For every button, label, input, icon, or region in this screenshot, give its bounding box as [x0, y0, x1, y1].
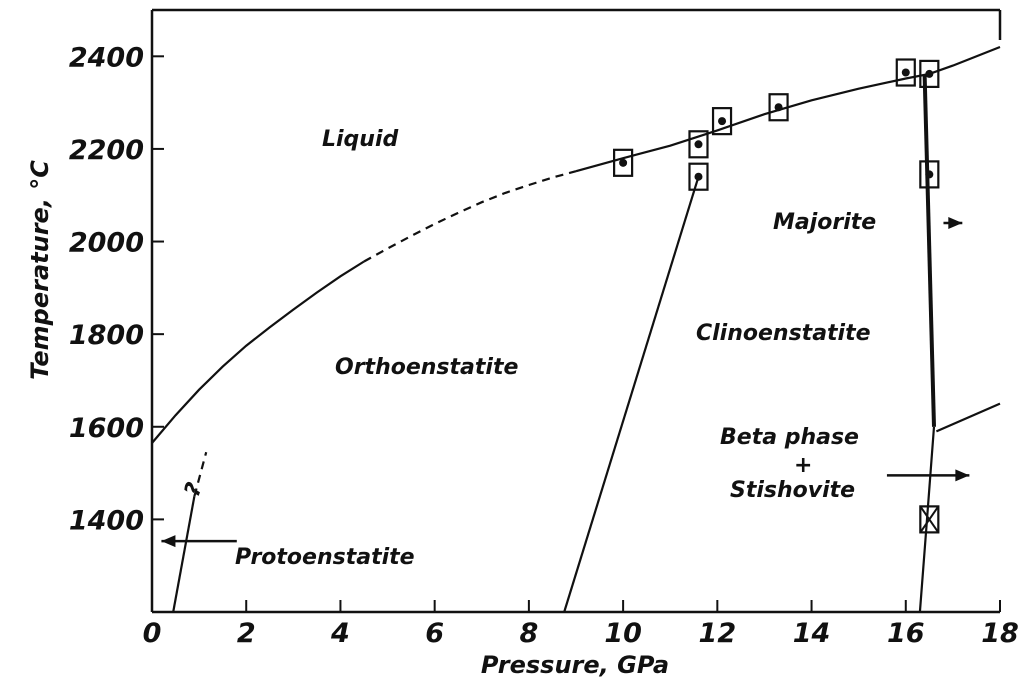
y-tick-label: 2000: [69, 228, 144, 259]
data-point-box: [919, 160, 940, 189]
data-point-box: [688, 130, 709, 159]
data-point: [925, 170, 934, 179]
arrow-head: [161, 535, 176, 548]
label-plus: +: [794, 453, 812, 478]
y-axis-title: Temperature, °C: [26, 160, 54, 380]
data-point: [901, 68, 910, 77]
data-point: [925, 69, 934, 78]
boundary-curve: [151, 260, 365, 444]
boundary-curve: [935, 402, 1001, 433]
experimental-points: [613, 58, 940, 534]
label-clinoenstatite: Clinoenstatite: [696, 321, 871, 346]
data-point: [694, 140, 703, 149]
x-tick-label: 10: [604, 618, 642, 649]
y-tick-label: 2400: [69, 42, 144, 73]
x-tick-label: 12: [699, 618, 737, 649]
boundary-curve: [918, 426, 936, 613]
data-point-box: [711, 107, 733, 136]
arrow-head: [955, 469, 970, 482]
x-tick-label: 4: [330, 618, 350, 649]
data-point-box: [895, 58, 916, 87]
x-tick-label: 18: [981, 618, 1019, 649]
data-point: [774, 103, 783, 112]
data-point: [694, 172, 703, 181]
data-point-box: [919, 59, 940, 89]
arrow-head: [948, 217, 963, 230]
boundary-curve: [363, 170, 577, 263]
x-axis-title: Pressure, GPa: [481, 651, 669, 679]
x-axis-ticks: 0 2 4 6 8 10 12 14 16 18: [143, 600, 1019, 649]
x-tick-label: 8: [519, 618, 538, 649]
x-tick-label: 16: [887, 618, 925, 649]
plot-frame: [150, 8, 1002, 614]
x-tick-label: 0: [143, 618, 162, 649]
data-point-box: [688, 162, 709, 191]
label-stishovite: Stishovite: [730, 478, 855, 503]
boundary-curve: [193, 451, 208, 497]
y-tick-label: 1600: [69, 413, 144, 444]
phase-boundaries: [151, 45, 1001, 613]
boundary-curve: [922, 73, 936, 427]
label-orthoenstatite: Orthoenstatite: [335, 355, 518, 380]
label-liquid: Liquid: [322, 127, 399, 152]
boundary-curve: [575, 45, 1001, 173]
label-question: ?: [180, 479, 208, 500]
data-point: [718, 117, 727, 126]
x-tick-label: 2: [237, 618, 256, 649]
data-point-box: [919, 505, 940, 534]
arrows: [161, 217, 970, 548]
y-tick-label: 1800: [69, 320, 144, 351]
y-axis-ticks: 1400 1600 1800 2000 2200 2400: [69, 42, 164, 536]
x-tick-label: 14: [793, 618, 831, 649]
y-tick-label: 1400: [69, 505, 144, 536]
label-protoenstatite: Protoenstatite: [235, 545, 415, 570]
data-point-box: [613, 148, 634, 177]
boundary-curve: [563, 176, 700, 613]
data-point: [619, 158, 628, 167]
label-beta-phase: Beta phase: [720, 425, 859, 450]
x-tick-label: 6: [425, 618, 444, 649]
boundary-curve: [172, 496, 196, 613]
label-majorite: Majorite: [773, 210, 876, 235]
data-point-cross: [919, 505, 940, 533]
y-tick-label: 2200: [69, 135, 144, 166]
data-point-box: [768, 93, 789, 122]
